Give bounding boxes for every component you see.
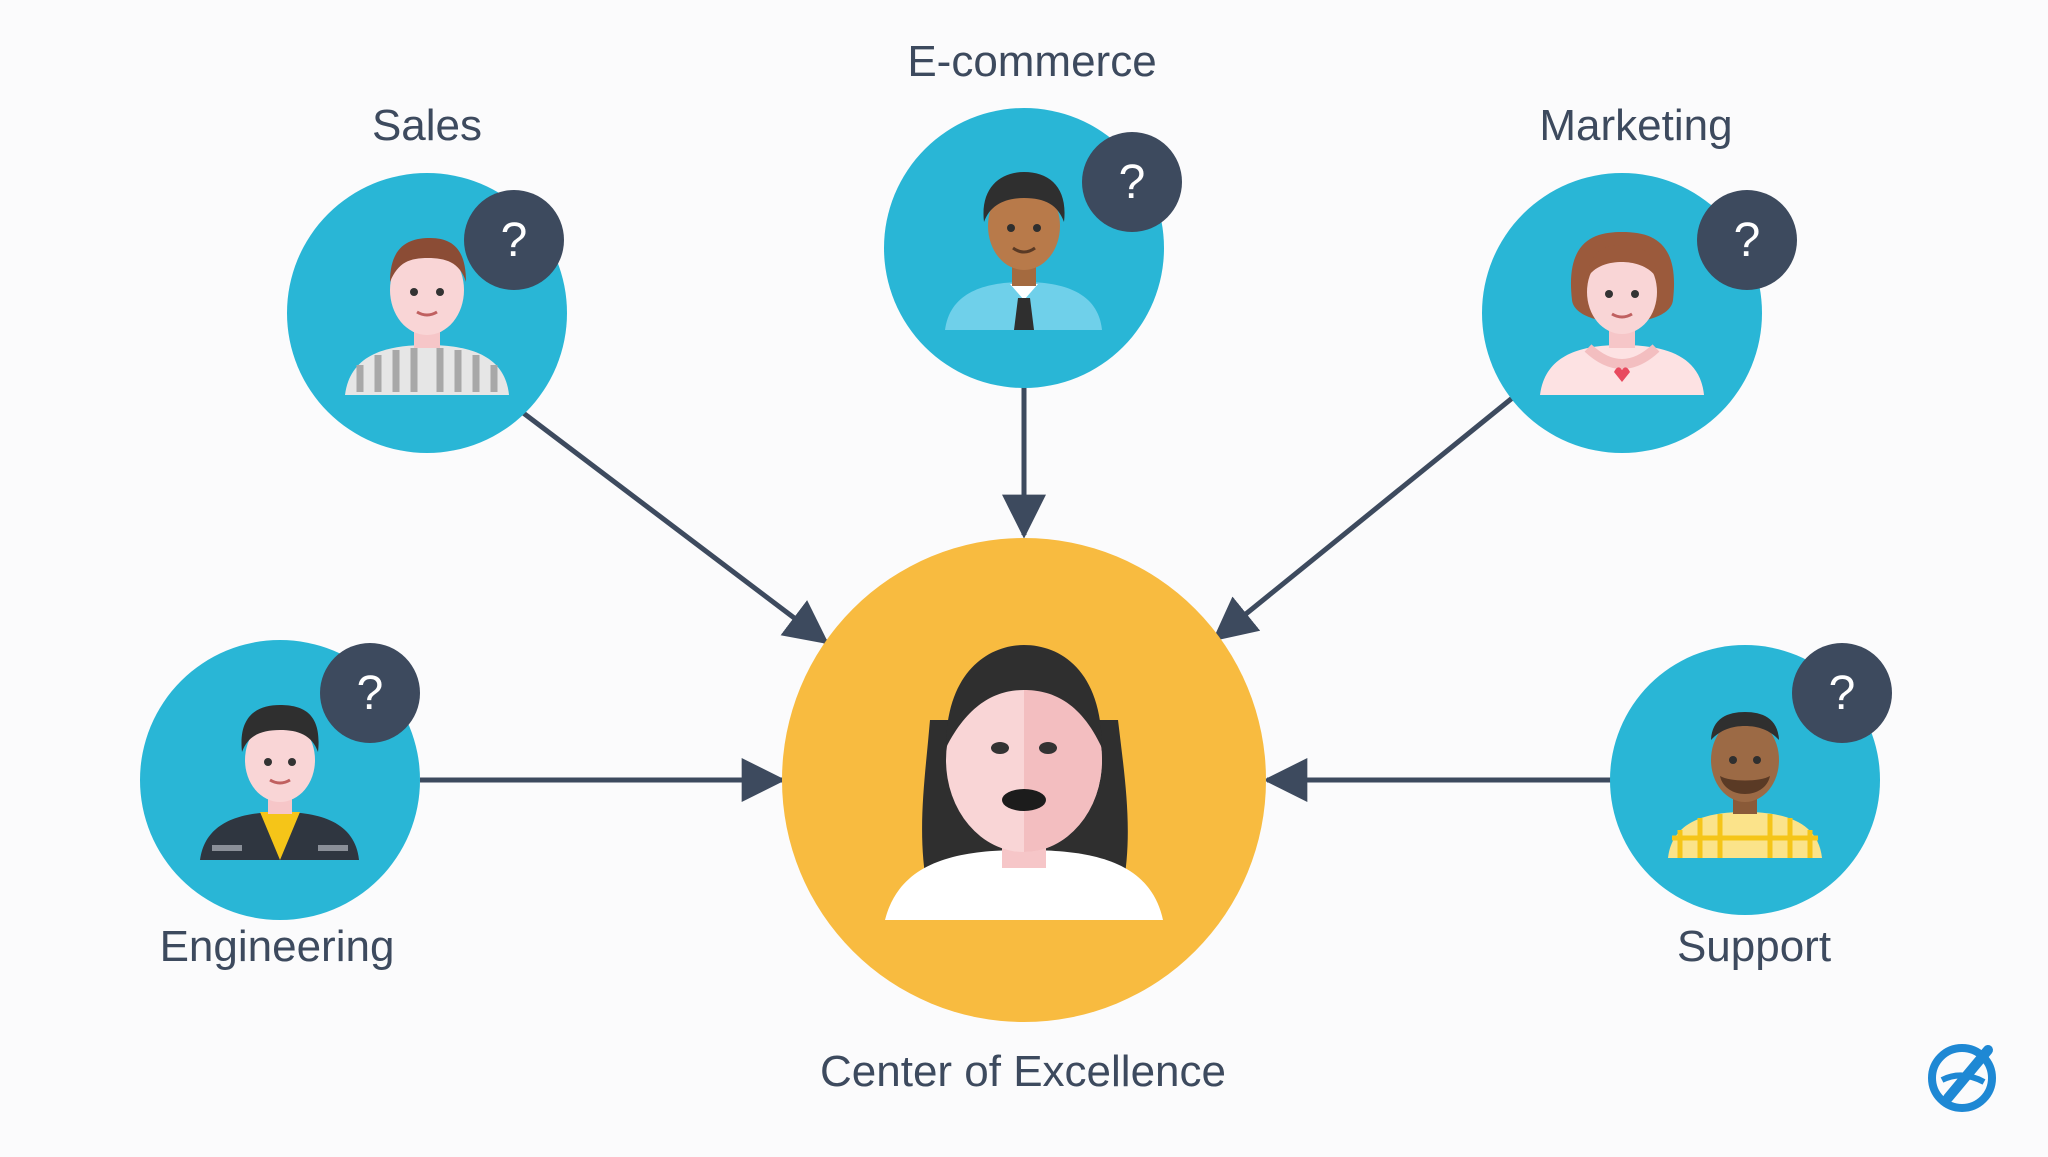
- brand-logo-icon: [1928, 1044, 1996, 1112]
- center-of-excellence-label: Center of Excellence: [820, 1047, 1226, 1096]
- marketing-node: ?: [1482, 173, 1797, 453]
- question-badge-icon: ?: [1697, 190, 1797, 290]
- ecommerce-label: E-commerce: [907, 37, 1157, 86]
- question-badge-icon: ?: [1792, 643, 1892, 743]
- engineering-label: Engineering: [159, 922, 395, 971]
- question-badge-icon: ?: [1082, 132, 1182, 232]
- arrow-marketing-to-center: [1212, 393, 1518, 642]
- question-mark: ?: [1829, 667, 1856, 720]
- question-mark: ?: [1119, 156, 1146, 209]
- engineering-node: ?: [140, 640, 420, 920]
- marketing-label: Marketing: [1539, 101, 1733, 150]
- person-avatar-icon: [345, 238, 509, 395]
- arrow-sales-to-center: [520, 410, 829, 645]
- person-avatar-icon: [945, 172, 1102, 330]
- question-mark: ?: [357, 667, 384, 720]
- question-badge-icon: ?: [320, 643, 420, 743]
- support-node: ?: [1610, 643, 1892, 915]
- sales-label: Sales: [371, 101, 483, 150]
- support-label: Support: [1676, 922, 1832, 971]
- question-badge-icon: ?: [464, 190, 564, 290]
- edges: [420, 387, 1612, 802]
- woman-avatar-icon: [885, 645, 1163, 920]
- question-mark: ?: [1734, 214, 1761, 267]
- person-avatar-icon: [1540, 232, 1704, 395]
- ecommerce-node: ?: [884, 108, 1182, 388]
- question-mark: ?: [501, 214, 528, 267]
- center-node: [782, 538, 1266, 1022]
- person-avatar-icon: [1668, 712, 1822, 858]
- person-avatar-icon: [200, 705, 359, 860]
- sales-node: ?: [287, 173, 567, 453]
